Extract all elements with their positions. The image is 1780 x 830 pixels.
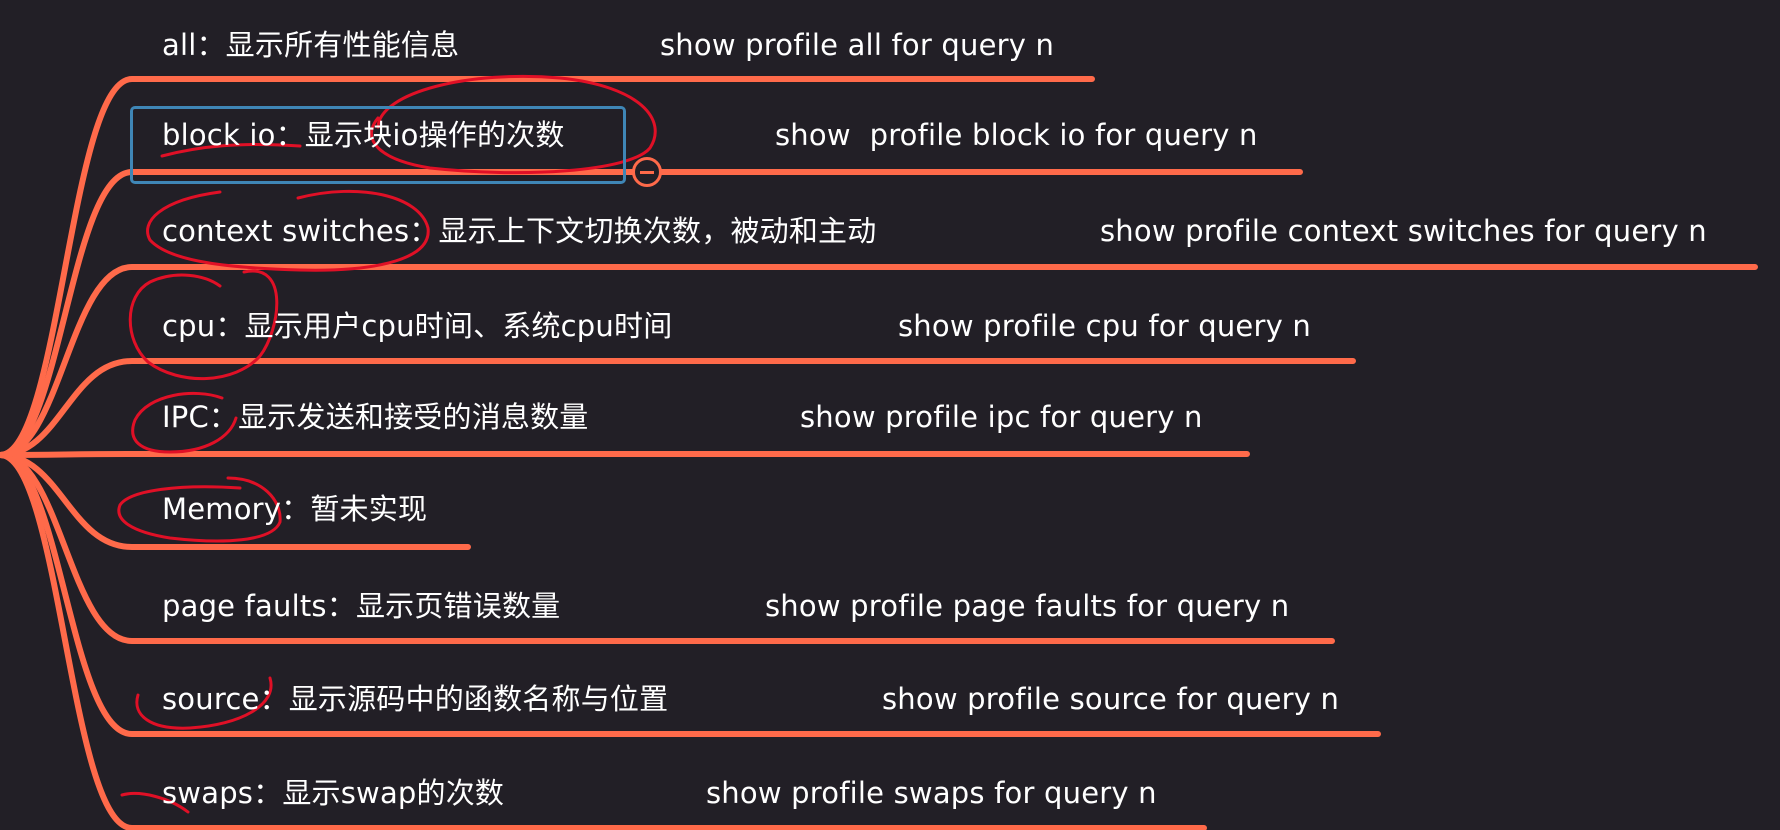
node-label-context-switches[interactable]: context switches：显示上下文切换次数，被动和主动: [162, 214, 877, 248]
annotation-circle-cpu: [128, 269, 279, 380]
node-command-ipc: show profile ipc for query n: [800, 400, 1203, 434]
branch-line-ipc: [0, 451, 1250, 458]
handwritten-annotations: [117, 74, 657, 814]
branch-line-swaps: [0, 452, 1207, 830]
node-label-ipc[interactable]: IPC：显示发送和接受的消息数量: [162, 400, 589, 434]
node-label-source[interactable]: source：显示源码中的函数名称与位置: [162, 682, 669, 716]
node-label-all[interactable]: all：显示所有性能信息: [162, 28, 460, 62]
annotation-mark-swaps: [120, 792, 190, 814]
branch-line-memory: [0, 452, 471, 550]
branch-line-context-switches: [0, 264, 1758, 458]
annotation-circle-ipc: [131, 391, 238, 454]
node-label-memory[interactable]: Memory：暂未实现: [162, 492, 428, 526]
node-label-swaps[interactable]: swaps：显示swap的次数: [162, 776, 505, 810]
branch-line-block-io: [0, 169, 1303, 458]
branch-line-all: [0, 76, 1095, 458]
node-command-context-switches: show profile context switches for query …: [1100, 214, 1707, 248]
node-command-all: show profile all for query n: [660, 28, 1055, 62]
branch-line-cpu: [0, 358, 1356, 458]
node-label-page-faults[interactable]: page faults：显示页错误数量: [162, 589, 561, 623]
annotation-circle-memory: [117, 476, 282, 543]
node-command-block-io: show profile block io for query n: [775, 118, 1258, 152]
node-command-swaps: show profile swaps for query n: [706, 776, 1157, 810]
node-command-source: show profile source for query n: [882, 682, 1340, 716]
node-label-cpu[interactable]: cpu：显示用户cpu时间、系统cpu时间: [162, 309, 673, 343]
annotation-circle-context: [146, 189, 430, 272]
node-command-page-faults: show profile page faults for query n: [765, 589, 1290, 623]
collapse-icon[interactable]: [632, 157, 662, 187]
selected-node-highlight: [130, 106, 626, 184]
annotation-circle-source: [135, 676, 273, 730]
node-label-block-io[interactable]: block io：显示块io操作的次数: [162, 118, 565, 152]
node-command-cpu: show profile cpu for query n: [898, 309, 1311, 343]
annotation-circle-io: [370, 74, 657, 175]
annotation-underline-block: [160, 142, 302, 158]
branch-lines: [0, 76, 1758, 830]
